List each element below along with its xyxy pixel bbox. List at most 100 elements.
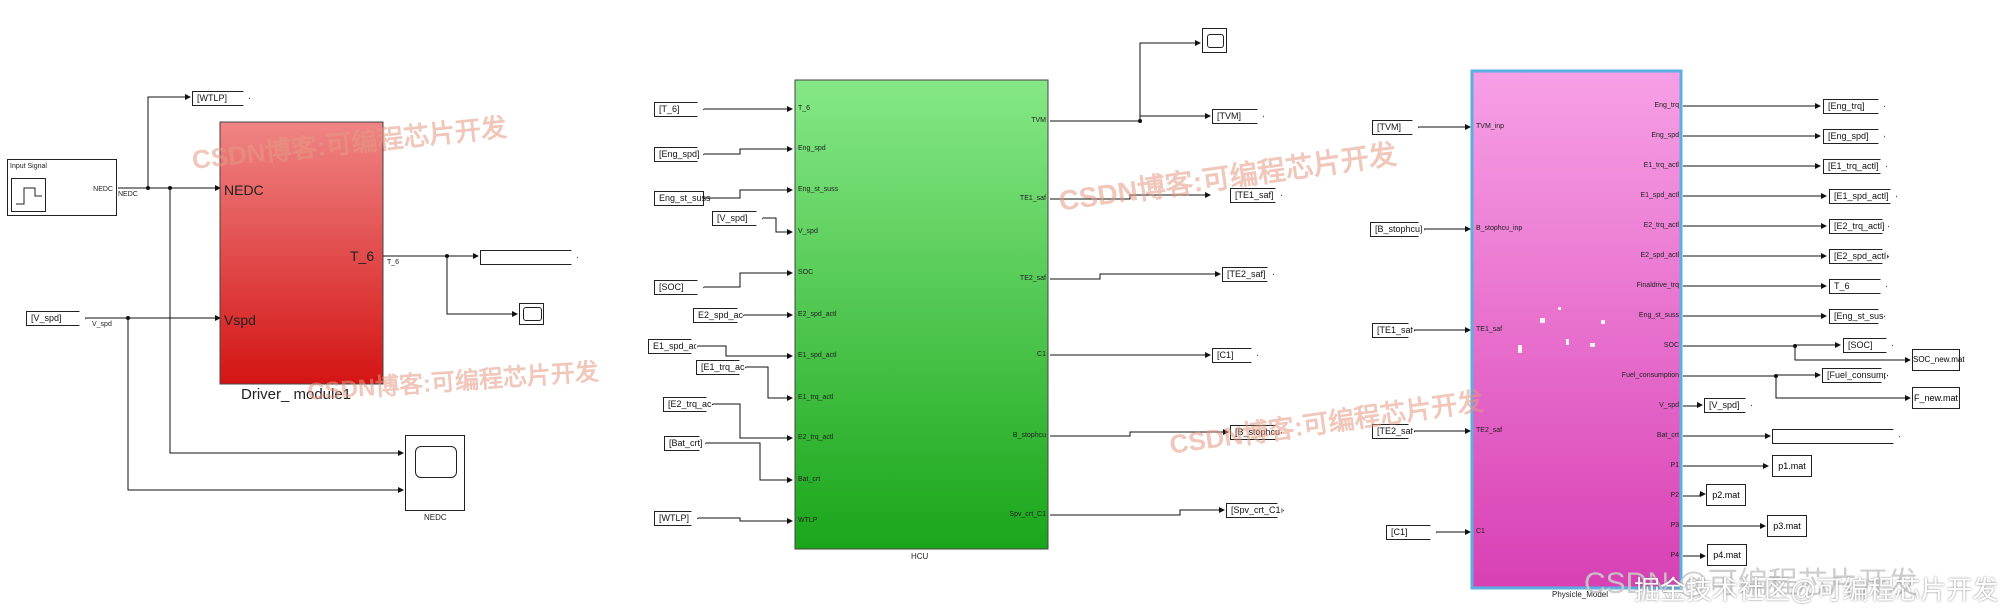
goto-wtlp[interactable]: [WTLP] <box>192 91 250 106</box>
plant-out-port-8: SOC <box>1663 342 1679 349</box>
hcu-wires <box>698 40 1229 524</box>
hcu-goto-tag-1[interactable]: [TE1_saf] <box>1230 188 1282 203</box>
plant-from-tag-3[interactable]: [TE2_saf] <box>1372 424 1415 439</box>
hcu-from-tag-6[interactable]: E1_spd_actl] <box>648 339 698 354</box>
plant-from-tag-2[interactable]: [TE1_saf] <box>1372 323 1415 338</box>
watermark-juejin: 掘金技术社区@可编程芯片开发 <box>1634 575 1999 605</box>
driver-in-nedc: NEDC <box>224 182 264 198</box>
sink-p2[interactable]: p2.mat <box>1706 484 1746 506</box>
hcu-block[interactable] <box>794 79 1049 550</box>
input-signal-title: Input Signal <box>10 163 47 170</box>
hcu-goto-tag-2[interactable]: [TE2_saf] <box>1222 267 1274 282</box>
hcu-out-port-3: C1 <box>1037 351 1046 358</box>
hcu-in-port-7: E1_trq_actl <box>798 394 834 401</box>
hcu-goto-tag-3[interactable]: [C1] <box>1212 348 1258 363</box>
hcu-out-port-1: TE1_saf <box>1019 195 1046 202</box>
plant-block-name: Physicle_Model <box>1552 590 1609 599</box>
hcu-out-port-0: TVM <box>1031 117 1046 124</box>
hcu-from-tag-7[interactable]: [E1_trq_actl] <box>696 360 746 375</box>
sink-p4[interactable]: p4.mat <box>1707 544 1747 566</box>
hcu-in-port-0: T_6 <box>798 105 811 112</box>
sink-p3[interactable]: p3.mat <box>1767 515 1807 537</box>
plant-in-port-0: TVM_inp <box>1476 123 1505 130</box>
plant-goto-tag-6[interactable]: T_6 <box>1829 279 1887 294</box>
hcu-out-port-4: B_stophcu <box>1012 432 1046 439</box>
sink-p1[interactable]: p1.mat <box>1772 455 1812 477</box>
hcu-from-tag-3[interactable]: [V_spd] <box>712 211 763 226</box>
hcu-out-port-2: TE2_saf <box>1019 275 1046 282</box>
hcu-goto-tag-0[interactable]: [TVM] <box>1212 109 1264 124</box>
plant-in-port-1: B_stophcu_inp <box>1476 225 1523 232</box>
hcu-goto-tag-5[interactable]: [Spv_crt_C1] <box>1226 503 1284 518</box>
scope-nedc[interactable] <box>405 435 465 511</box>
plant-noise <box>1518 307 1605 353</box>
driver-block[interactable] <box>219 121 384 385</box>
plant-out-port-9: Fuel_consumption <box>1621 372 1679 379</box>
plant-goto-tag-7[interactable]: [Eng_st_suss] <box>1829 309 1885 324</box>
plant-goto-tag-2[interactable]: [E1_trq_actl] <box>1823 159 1887 174</box>
hcu-goto-tag-4[interactable]: [B_stophcu] <box>1230 425 1282 440</box>
hcu-in-port-6: E1_spd_actl <box>798 352 837 359</box>
plant-in-port-2: TE1_saf <box>1476 326 1503 333</box>
scope-t6[interactable] <box>519 303 544 325</box>
plant-goto-tag-1[interactable]: [Eng_spd] <box>1823 129 1885 144</box>
scope-screen-icon <box>415 446 457 478</box>
driver-wires <box>85 94 518 493</box>
from-vspd-driver[interactable]: [V_spd] <box>26 311 86 326</box>
hcu-from-tag-2[interactable]: Eng_st_suss <box>654 191 711 206</box>
plant-out-port-0: Eng_trq <box>1654 102 1679 109</box>
plant-out-port-13: P2 <box>1670 492 1679 499</box>
plant-out-port-10: V_spd <box>1659 402 1679 409</box>
plant-from-tag-0[interactable]: [TVM] <box>1372 120 1419 135</box>
scope-screen-icon <box>1207 34 1224 48</box>
plant-goto-tag-0[interactable]: [Eng_trq] <box>1823 99 1885 114</box>
sink-soc-new[interactable]: SOC_new.mat <box>1912 349 1965 371</box>
hcu-from-tag-8[interactable]: [E2_trq_actl] <box>663 397 713 412</box>
driver-block-name: Driver_ module1 <box>241 386 352 403</box>
driver-in-vspd: Vspd <box>224 312 256 328</box>
hcu-from-tag-5[interactable]: E2_spd_actl] <box>693 308 744 323</box>
hcu-in-port-5: E2_spd_actl <box>798 311 837 318</box>
plant-goto-tag-3[interactable]: [E1_spd_actl] <box>1829 189 1897 204</box>
plant-goto-tag-11[interactable] <box>1772 429 1900 444</box>
hcu-in-port-9: Bat_crt <box>798 476 821 483</box>
plant-block[interactable] <box>1470 69 1683 590</box>
plant-out-port-14: P3 <box>1670 522 1679 529</box>
scope-screen-icon <box>523 307 542 321</box>
scope-nedc-label: NEDC <box>424 513 447 522</box>
hcu-in-port-10: WTLP <box>798 517 818 524</box>
hcu-in-port-2: Eng_st_suss <box>798 186 839 193</box>
plant-out-port-11: Bat_crt <box>1656 432 1679 439</box>
hcu-from-tag-0[interactable]: [T_6] <box>654 102 704 117</box>
signal-label-nedc: NEDC <box>118 191 138 198</box>
plant-goto-tag-10[interactable]: [V_spd] <box>1704 398 1752 413</box>
plant-from-tag-1[interactable]: [B_stophcu] <box>1370 222 1425 237</box>
signal-builder-icon <box>11 178 46 212</box>
driver-out-t6: T_6 <box>350 248 375 264</box>
scope-tvm[interactable] <box>1202 28 1227 53</box>
hcu-out-port-5: Spv_crt_C1 <box>1009 511 1046 518</box>
plant-in-port-3: TE2_saf <box>1476 427 1503 434</box>
hcu-from-tag-10[interactable]: [WTLP] <box>654 511 698 526</box>
plant-goto-tag-8[interactable]: [SOC] <box>1843 338 1893 353</box>
plant-out-port-4: E2_trq_actl <box>1643 222 1679 229</box>
hcu-in-port-3: V_spd <box>798 228 818 235</box>
plant-out-port-7: Eng_st_suss <box>1638 312 1679 319</box>
hcu-in-port-4: SOC <box>798 269 814 276</box>
hcu-from-tag-4[interactable]: [SOC] <box>654 280 704 295</box>
plant-out-port-5: E2_spd_actl <box>1640 252 1679 259</box>
plant-from-tag-4[interactable]: [C1] <box>1386 525 1437 540</box>
input-signal-block[interactable]: Input Signal NEDC <box>7 159 117 216</box>
plant-out-port-1: Eng_spd <box>1651 132 1679 139</box>
hcu-from-tag-9[interactable]: [Bat_crt] <box>664 436 706 451</box>
plant-out-port-6: Finaldrive_trq <box>1636 282 1679 289</box>
plant-goto-tag-5[interactable]: [E2_spd_actl] <box>1829 249 1889 264</box>
plant-out-port-3: E1_spd_actl <box>1640 192 1679 199</box>
goto-t6-empty[interactable] <box>480 250 578 265</box>
plant-goto-tag-4[interactable]: [E2_trq_actl] <box>1829 219 1889 234</box>
plant-out-port-2: E1_trq_actl <box>1643 162 1679 169</box>
signal-label-vspd: V_spd <box>92 321 112 328</box>
sink-f-new[interactable]: F_new.mat <box>1912 387 1960 409</box>
hcu-from-tag-1[interactable]: [Eng_spd] <box>654 147 704 162</box>
plant-goto-tag-9[interactable]: [Fuel_consumption] <box>1822 368 1888 383</box>
